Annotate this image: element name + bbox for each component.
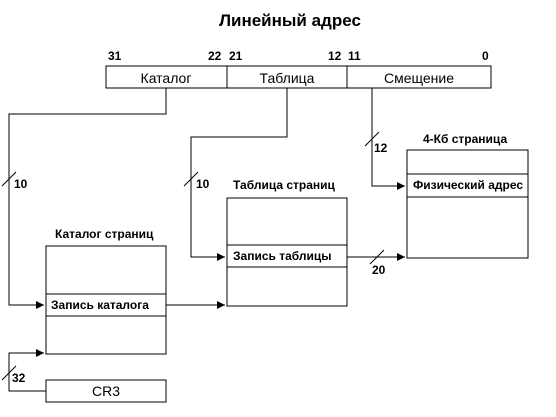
table-index-width: 10 xyxy=(196,177,210,191)
page-table-box xyxy=(226,197,348,307)
bit-12: 12 xyxy=(328,49,342,63)
page-table-label: Таблица страниц xyxy=(233,178,336,192)
linear-address-register xyxy=(105,65,492,89)
table-entry: Запись таблицы xyxy=(233,249,332,263)
table-index-line xyxy=(190,88,288,261)
directory-entry: Запись каталога xyxy=(51,298,149,312)
offset-line xyxy=(371,88,405,190)
page-box xyxy=(406,149,529,259)
directory-index-line xyxy=(8,88,167,309)
cr3-width: 32 xyxy=(12,371,26,385)
directory-index-width: 10 xyxy=(14,177,28,191)
bit-0: 0 xyxy=(482,49,489,63)
directory-index-slash xyxy=(1,171,17,187)
cr3-slash xyxy=(1,365,17,381)
offset-width: 12 xyxy=(374,141,388,155)
table-index-slash xyxy=(183,171,199,187)
page-directory-box xyxy=(45,245,167,355)
bit-21: 21 xyxy=(229,49,243,63)
cr3-line xyxy=(8,349,46,392)
diagram-title: Линейный адрес xyxy=(219,11,361,30)
physical-address-entry: Физический адрес xyxy=(413,178,523,192)
cr3-label: CR3 xyxy=(92,383,120,399)
frame-width: 20 xyxy=(372,263,386,277)
bit-31: 31 xyxy=(108,49,122,63)
field-table: Таблица xyxy=(260,70,315,86)
field-offset: Смещение xyxy=(384,70,454,86)
frame-slash xyxy=(369,249,385,265)
offset-slash xyxy=(364,131,380,147)
field-directory: Каталог xyxy=(141,70,192,86)
page-label: 4-Кб страница xyxy=(423,132,507,146)
bit-11: 11 xyxy=(348,49,361,63)
page-directory-label: Каталог страниц xyxy=(55,227,154,241)
bit-22: 22 xyxy=(208,49,222,63)
